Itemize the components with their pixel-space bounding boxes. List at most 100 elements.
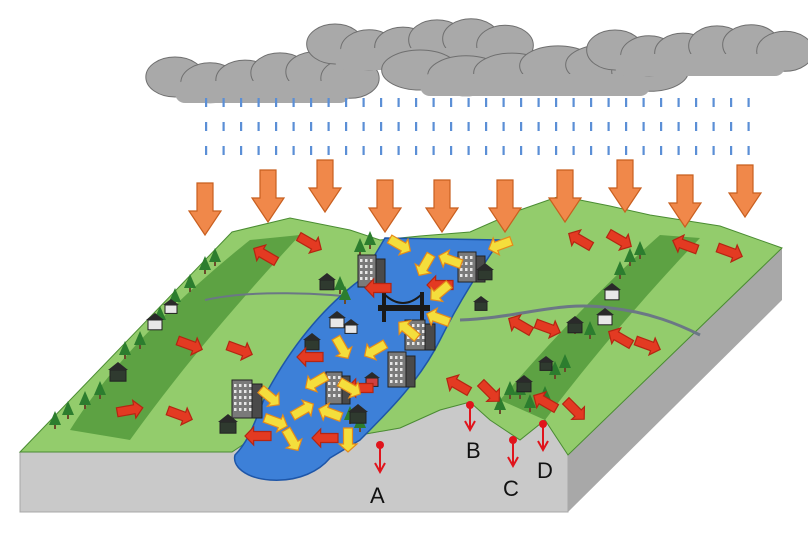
rain-drop xyxy=(537,98,540,107)
rain-drop xyxy=(625,122,628,131)
rain-drop xyxy=(380,146,383,155)
rain-drop xyxy=(327,146,330,155)
building-window xyxy=(390,362,393,365)
house-wall xyxy=(329,317,345,329)
building-window xyxy=(328,388,331,391)
house-wall xyxy=(304,339,320,351)
tree-icon xyxy=(199,256,211,270)
rain-drop xyxy=(467,98,470,107)
rain-drop xyxy=(310,122,313,131)
rain-drop xyxy=(730,98,733,107)
rain-drop xyxy=(292,146,295,155)
runoff-arrow-shape xyxy=(175,335,203,357)
building-window xyxy=(460,274,463,277)
building-icon xyxy=(387,351,416,388)
runoff-arrow-shape xyxy=(281,426,303,452)
building-window xyxy=(234,396,237,399)
tree-trunk xyxy=(499,410,501,414)
runoff-arrow-shape xyxy=(364,277,392,299)
tree-icon xyxy=(559,354,571,368)
house-roof xyxy=(364,372,380,378)
house-wall xyxy=(344,324,358,334)
building-window xyxy=(244,402,247,405)
cloud-base xyxy=(420,74,650,96)
rain-drop xyxy=(642,98,645,107)
runoff-arrow-shape xyxy=(425,306,452,328)
house-icon xyxy=(538,356,554,371)
rain-drop xyxy=(205,146,208,155)
tree-icon xyxy=(339,286,351,300)
infiltration-marker-b xyxy=(464,401,476,433)
building-window xyxy=(244,390,247,393)
building-window xyxy=(244,396,247,399)
building-window xyxy=(470,262,473,265)
building-window xyxy=(370,259,373,262)
runoff-arrow-shape xyxy=(311,427,339,449)
rain-drop xyxy=(240,98,243,107)
building-window xyxy=(417,342,420,345)
tree-icon xyxy=(79,391,91,405)
building-window xyxy=(390,380,393,383)
tree-trunk xyxy=(99,395,101,399)
tree-trunk xyxy=(214,262,216,266)
rain-drop xyxy=(660,98,663,107)
runoff-arrow-shape xyxy=(165,405,193,427)
rain-drop xyxy=(695,98,698,107)
runoff-arrow-shape xyxy=(244,425,272,447)
rain-drop xyxy=(555,98,558,107)
rain-drop xyxy=(642,146,645,155)
runoff-arrow xyxy=(605,228,632,251)
building-window xyxy=(395,362,398,365)
building-window xyxy=(333,382,336,385)
rain-arrow xyxy=(307,159,343,214)
building-side xyxy=(405,355,416,388)
runoff-arrow-shape xyxy=(336,377,362,399)
building-window xyxy=(360,271,363,274)
runoff-arrow xyxy=(115,399,144,420)
tree-icon xyxy=(504,381,516,395)
building-window xyxy=(338,376,341,379)
rain-drop xyxy=(415,122,418,131)
rain-drop xyxy=(590,98,593,107)
house-icon xyxy=(515,375,533,393)
house-icon xyxy=(476,263,494,281)
runoff-arrow xyxy=(508,314,535,337)
building-window xyxy=(239,390,242,393)
rain-drop xyxy=(677,98,680,107)
building-window xyxy=(400,374,403,377)
house-icon xyxy=(303,333,321,351)
building-window xyxy=(365,277,368,280)
tree-trunk xyxy=(139,345,141,349)
building-window xyxy=(328,394,331,397)
tree-trunk xyxy=(564,368,566,372)
building-window xyxy=(395,356,398,359)
rain-drop xyxy=(205,98,208,107)
building-window xyxy=(338,394,341,397)
runoff-arrow xyxy=(257,384,280,408)
house-wall xyxy=(219,421,237,434)
rain-arrow xyxy=(250,169,286,224)
rain-drop xyxy=(607,122,610,131)
runoff-arrow-shape xyxy=(337,427,359,453)
rain-drop xyxy=(292,98,295,107)
runoff-arrow-shape xyxy=(672,233,700,255)
runoff-arrow xyxy=(337,427,359,453)
rain-arrows xyxy=(187,159,763,237)
house-icon xyxy=(218,414,238,434)
rain-drop xyxy=(327,122,330,131)
runoff-arrow xyxy=(386,234,412,256)
point-label-d: D xyxy=(537,458,553,483)
rain-drop xyxy=(362,146,365,155)
building-window xyxy=(249,402,252,405)
rain-drop xyxy=(432,146,435,155)
rain-drop xyxy=(590,146,593,155)
building-window xyxy=(328,382,331,385)
tree-trunk xyxy=(619,275,621,279)
tree-icon xyxy=(334,276,346,290)
tree-trunk xyxy=(629,262,631,266)
rain-drop xyxy=(485,98,488,107)
rain-drop xyxy=(712,146,715,155)
runoff-arrow xyxy=(533,318,561,340)
tree-trunk xyxy=(359,428,361,432)
